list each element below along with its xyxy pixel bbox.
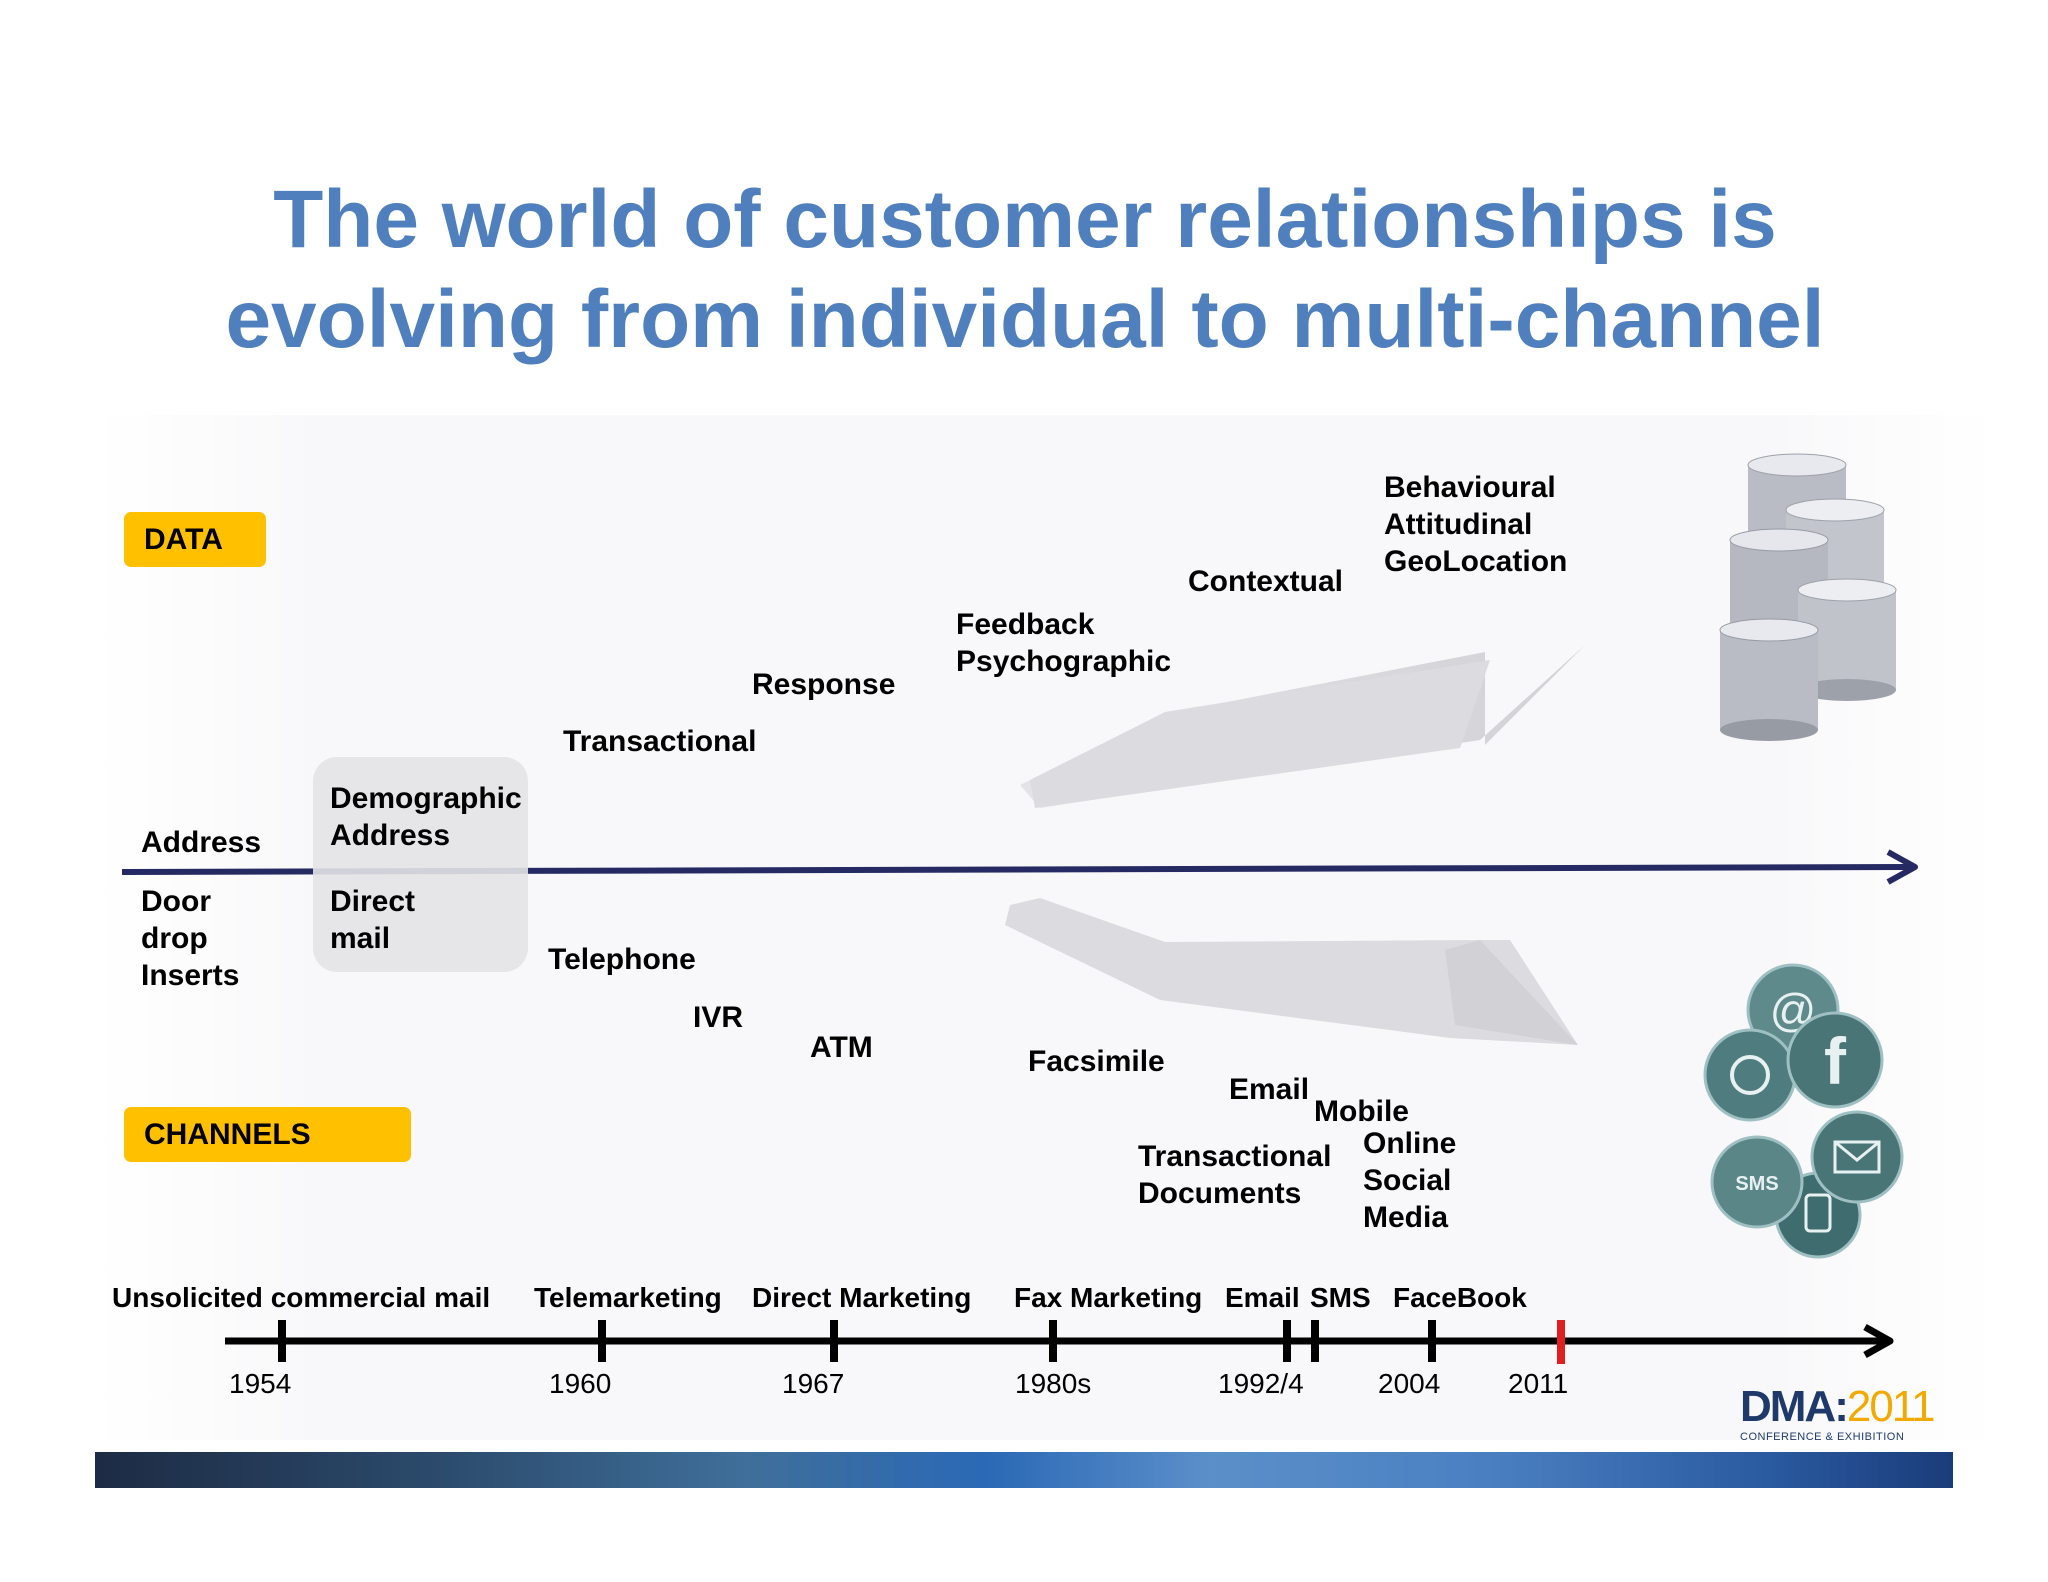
label-ivr: IVR — [693, 1001, 744, 1034]
label-contextual: Contextual — [1188, 565, 1344, 598]
year-1960: 1960 — [549, 1368, 612, 1399]
channels-growth-arrow — [1005, 898, 1578, 1045]
era-email: Email — [1225, 1282, 1300, 1313]
era-facebook: FaceBook — [1393, 1282, 1527, 1313]
footer-band — [95, 1452, 1953, 1488]
timeline-arrowhead — [1863, 1323, 1894, 1359]
slide-title: The world of customer relationships is e… — [225, 174, 1825, 365]
channels-arrow-head — [1445, 940, 1578, 1045]
era-sms: SMS — [1310, 1282, 1371, 1313]
label-atm: ATM — [810, 1031, 873, 1064]
db-cylinder — [1719, 618, 1819, 741]
year-1967: 1967 — [782, 1368, 845, 1399]
label-transactional: Transactional — [563, 725, 757, 758]
label-response: Response — [752, 668, 896, 701]
era-fax-marketing: Fax Marketing — [1014, 1282, 1203, 1313]
era-unsolicited-mail: Unsolicited commercial mail — [112, 1282, 491, 1313]
label-facsimile: Facsimile — [1028, 1045, 1165, 1078]
sms-bubble-icon — [1710, 1135, 1804, 1229]
data-growth-arrow-body — [1030, 660, 1490, 808]
facebook-bubble-icon — [1786, 1011, 1884, 1109]
demographic-highlight-box — [313, 757, 528, 972]
label-telephone: Telephone — [548, 943, 696, 976]
database-icon — [1719, 453, 1897, 741]
label-email: Email — [1229, 1073, 1310, 1106]
email-bubble-icon — [1810, 1110, 1904, 1204]
svg-text:SMS: SMS — [1735, 1173, 1778, 1195]
headset-bubble-icon — [1703, 1028, 1797, 1122]
year-1980s: 1980s — [1015, 1368, 1092, 1399]
year-2011: 2011 — [1508, 1368, 1569, 1399]
dma-2011-logo: DMA:2011 CONFERENCE & EXHIBITION — [1740, 1382, 1935, 1444]
channel-bubbles-icon: @ f SMS — [1703, 963, 1904, 1259]
label-mobile: Mobile — [1314, 1095, 1409, 1128]
year-1992-4: 1992/4 — [1218, 1368, 1304, 1399]
year-1954: 1954 — [229, 1368, 292, 1399]
era-direct-marketing: Direct Marketing — [752, 1282, 972, 1313]
timeline-ticks — [278, 1320, 1436, 1362]
evolution-axis-arrowhead — [1886, 849, 1918, 885]
channels-tag: CHANNELS — [124, 1107, 411, 1162]
data-tag: DATA — [124, 512, 266, 567]
year-2004: 2004 — [1378, 1368, 1441, 1399]
label-address: Address — [141, 826, 262, 859]
era-telemarketing: Telemarketing — [534, 1282, 722, 1313]
svg-text:f: f — [1824, 1024, 1847, 1098]
